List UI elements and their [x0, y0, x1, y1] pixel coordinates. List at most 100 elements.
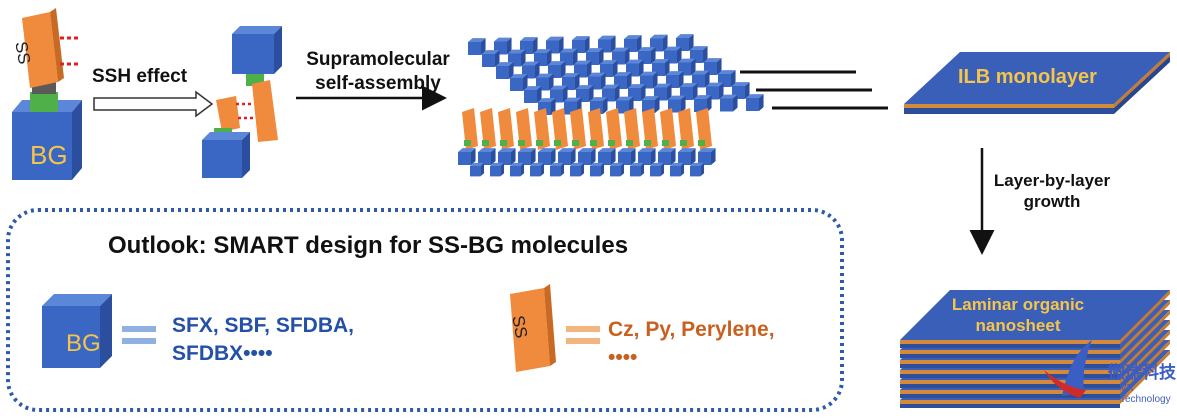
lattice-bottom-cube: [638, 148, 656, 165]
lattice-top-cube: [482, 50, 500, 67]
lattice-ss-sheet: [570, 108, 586, 150]
lattice-ss-sheet: [660, 108, 676, 150]
lattice-linker: [554, 140, 561, 146]
lattice-linker: [662, 140, 669, 146]
lattice-bottom-cube: [590, 162, 605, 177]
lattice-ss-sheet: [552, 108, 568, 150]
lattice-top-cube: [562, 73, 580, 90]
lattice-top-cube: [588, 72, 606, 90]
lattice-bottom-cube: [530, 162, 545, 177]
watermark-name-en: VR Technology: [1120, 383, 1171, 405]
lattice-top-cube: [496, 62, 514, 79]
bottom-cube: [202, 128, 250, 178]
bg-options-line-2: SFDBX••••: [172, 342, 273, 365]
lattice-ss-sheet: [642, 108, 658, 150]
layer-by-layer-label: Layer-by-layer growth: [992, 170, 1112, 212]
lattice-linker: [698, 140, 705, 146]
lattice-bottom-cube: [618, 148, 636, 165]
bg-equals-sign: [122, 326, 156, 344]
bg-options-list: SFX, SBF, SFDBA, SFDBX••••: [172, 312, 354, 368]
ss-options-line-1: Cz, Py, Perylene,: [608, 318, 775, 341]
lattice-bottom-cube: [538, 148, 556, 165]
ss-bg-dimer: [202, 26, 282, 178]
vr-technology-logo-icon: [1044, 340, 1092, 398]
outlook-bg-cube: [42, 294, 112, 368]
laminar-line-2: nanosheet: [975, 316, 1061, 335]
lattice-linker: [536, 140, 543, 146]
top-cube: [232, 26, 282, 86]
lattice-top-cube: [718, 70, 736, 87]
lattice-linker: [500, 140, 507, 146]
lattice-ss-sheet: [588, 108, 604, 150]
dimer-hydrogen-bonds: [236, 102, 256, 120]
lattice-top-cube: [666, 71, 684, 88]
lattice-ss-sheet: [606, 108, 622, 150]
lattice-ss-sheet: [516, 108, 532, 150]
lattice-bottom-cube: [678, 148, 696, 165]
lattice-top-cube: [602, 84, 620, 102]
lattice-ss-sheet: [498, 108, 514, 150]
lattice-bottom-cube: [458, 148, 476, 165]
layer-lines: [740, 70, 888, 110]
ilb-monolayer: [904, 52, 1170, 114]
ss-bg-molecule: [12, 8, 82, 180]
lattice-bottom-cube: [698, 148, 716, 165]
supramolecular-line: Supramolecular: [306, 49, 450, 70]
ss-equals-sign: [566, 326, 600, 344]
bg-options-line-1: SFX, SBF, SFDBA,: [172, 314, 355, 337]
lattice-linker: [626, 140, 633, 146]
lattice-ss-sheet: [624, 108, 640, 150]
lattice-bottom-cube: [670, 162, 685, 177]
lattice-bottom-cube: [498, 148, 516, 165]
lattice-bottom-cube: [658, 148, 676, 165]
lattice-top-cube: [720, 94, 738, 112]
layer-by-layer-line: Layer-by-layer: [993, 171, 1111, 190]
lattice-ss-sheet: [480, 108, 496, 150]
assembled-lattice: [458, 34, 764, 177]
lattice-linker: [590, 140, 597, 146]
outlook-bg-label: BG: [66, 330, 101, 357]
lattice-bottom-cube: [518, 148, 536, 165]
lattice-bottom-cube: [470, 162, 485, 177]
lattice-bottom-cube: [610, 162, 625, 177]
bottom-ss-sheet: [216, 96, 240, 132]
lattice-ss-sheet: [462, 108, 478, 150]
lattice-ss-sheet: [678, 108, 694, 150]
lattice-bottom-cube: [510, 162, 525, 177]
lattice-top-cube: [668, 95, 686, 113]
ss-options-line-2: ••••: [608, 346, 638, 369]
outlook-ss-label: SS: [508, 314, 531, 340]
lattice-top-cube: [468, 38, 486, 55]
laminar-line-1: Laminar organic: [951, 295, 1085, 314]
lattice-bottom-cube: [578, 148, 596, 165]
lattice-linker: [608, 140, 615, 146]
ss-options-list: Cz, Py, Perylene, ••••: [608, 316, 775, 372]
lattice-bottom-cube: [630, 162, 645, 177]
lattice-bottom-cube: [558, 148, 576, 165]
nanosheet-layer: [900, 290, 1170, 348]
lattice-top-cube: [494, 37, 512, 55]
top-ss-sheet: [252, 80, 278, 142]
lattice-linker: [464, 140, 471, 146]
lattice-top-cube: [746, 94, 764, 111]
laminar-nanosheet-label: Laminar organic nanosheet: [938, 294, 1098, 336]
ssh-effect-label: SSH effect: [92, 66, 188, 87]
watermark-name-cn: 微瑞科技: [1108, 363, 1176, 382]
lattice-bottom-cube: [598, 148, 616, 165]
lattice-linker: [644, 140, 651, 146]
outlook-title: Outlook: SMART design for SS-BG molecule…: [108, 232, 629, 259]
lattice-ss-sheet: [534, 108, 550, 150]
lattice-top-cube: [534, 49, 552, 66]
hydrogen-bond-lines: [60, 36, 80, 66]
ssh-arrow: [93, 90, 214, 118]
lattice-bottom-cube: [650, 162, 665, 177]
ilb-monolayer-label: ILB monolayer: [958, 66, 1097, 88]
growth-line: growth: [1023, 192, 1081, 211]
lattice-bottom-cube: [490, 162, 505, 177]
ss-sheet-label: SS: [11, 40, 34, 66]
lattice-bottom-cube: [550, 162, 565, 177]
lattice-ss-sheet: [696, 108, 712, 150]
supramolecular-label: Supramolecular self-assembly: [298, 48, 458, 96]
lattice-top-cube: [510, 74, 528, 91]
